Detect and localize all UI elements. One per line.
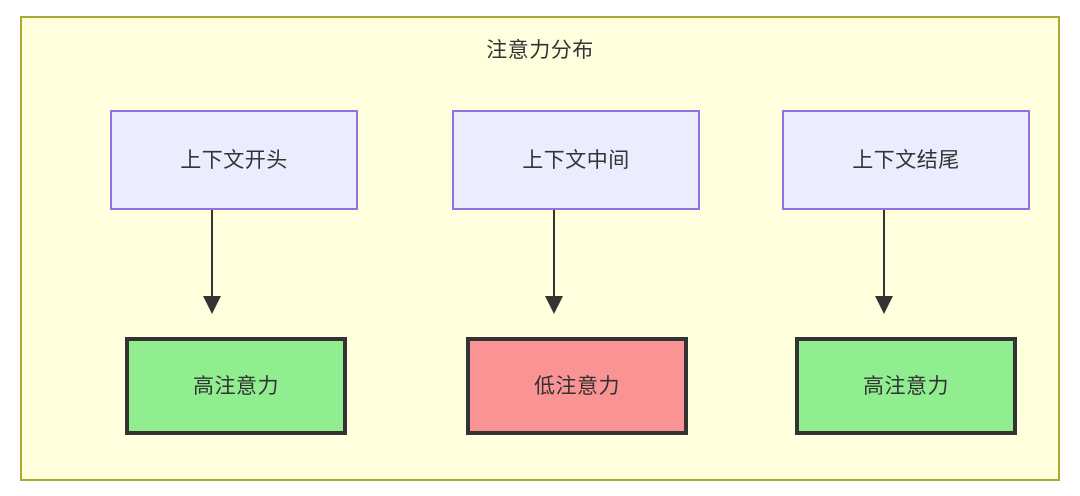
node-attention-high-end-label: 高注意力 bbox=[863, 373, 949, 398]
node-attention-high-start-label: 高注意力 bbox=[193, 373, 279, 398]
node-attention-low-mid[interactable]: 低注意力 bbox=[466, 337, 688, 435]
node-attention-high-end[interactable]: 高注意力 bbox=[795, 337, 1017, 435]
node-attention-low-mid-label: 低注意力 bbox=[534, 373, 620, 398]
node-context-start[interactable]: 上下文开头 bbox=[110, 110, 358, 210]
node-context-mid-label: 上下文中间 bbox=[522, 147, 630, 172]
attention-distribution-subgraph: 注意力分布 上下文开头 上下文中间 上下文结尾 高注意力 低 bbox=[20, 16, 1060, 481]
node-context-end[interactable]: 上下文结尾 bbox=[782, 110, 1030, 210]
subgraph-title: 注意力分布 bbox=[486, 38, 594, 62]
node-context-start-label: 上下文开头 bbox=[180, 147, 288, 172]
node-attention-high-start[interactable]: 高注意力 bbox=[125, 337, 347, 435]
node-context-end-label: 上下文结尾 bbox=[852, 147, 960, 172]
node-context-mid[interactable]: 上下文中间 bbox=[452, 110, 700, 210]
